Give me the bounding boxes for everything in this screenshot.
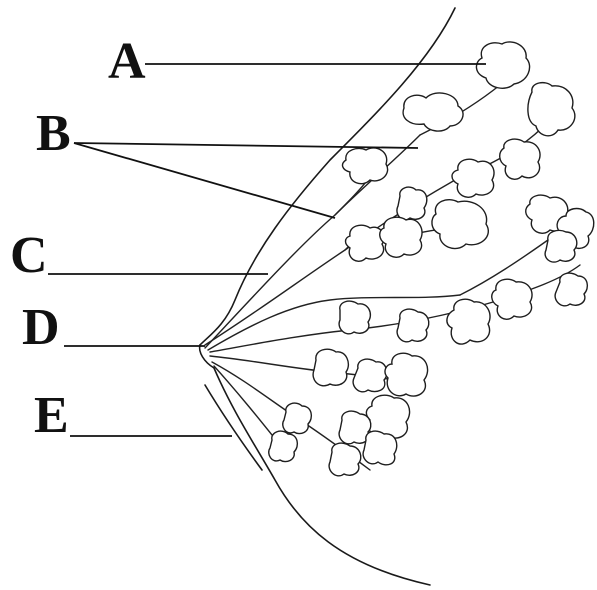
lobule	[363, 431, 397, 465]
lobule	[343, 148, 388, 184]
leader-line-b-lower	[74, 143, 335, 218]
label-d-group: D	[22, 299, 205, 356]
label-e: E	[34, 387, 69, 444]
upper-contour	[200, 8, 455, 345]
label-b: B	[36, 105, 71, 162]
lobule	[528, 83, 575, 136]
lobule	[492, 279, 532, 319]
label-d: D	[22, 299, 60, 356]
lobule	[545, 230, 577, 262]
lobule	[283, 403, 312, 433]
label-e-group: E	[34, 387, 232, 444]
leader-line-b-upper	[74, 143, 418, 148]
lobule	[447, 299, 490, 344]
areola-fold	[205, 385, 262, 470]
lobule	[380, 217, 422, 257]
lobule	[346, 225, 385, 261]
lobule	[329, 443, 361, 476]
lobule	[385, 353, 428, 396]
lobule	[397, 309, 429, 342]
lobule	[432, 200, 488, 249]
lobule	[500, 139, 540, 179]
lobule	[313, 349, 348, 386]
label-a-group: A	[108, 33, 486, 90]
lobule	[353, 359, 387, 392]
lobule	[452, 159, 494, 197]
lobule	[403, 93, 463, 131]
lobule	[339, 301, 370, 334]
label-c-group: C	[10, 227, 268, 284]
label-c: C	[10, 227, 48, 284]
lobule	[397, 187, 427, 220]
label-a: A	[108, 33, 146, 90]
lobule	[555, 273, 587, 306]
mammary-lobules	[269, 42, 594, 476]
lobule	[269, 431, 298, 461]
lobule-a	[476, 42, 529, 88]
